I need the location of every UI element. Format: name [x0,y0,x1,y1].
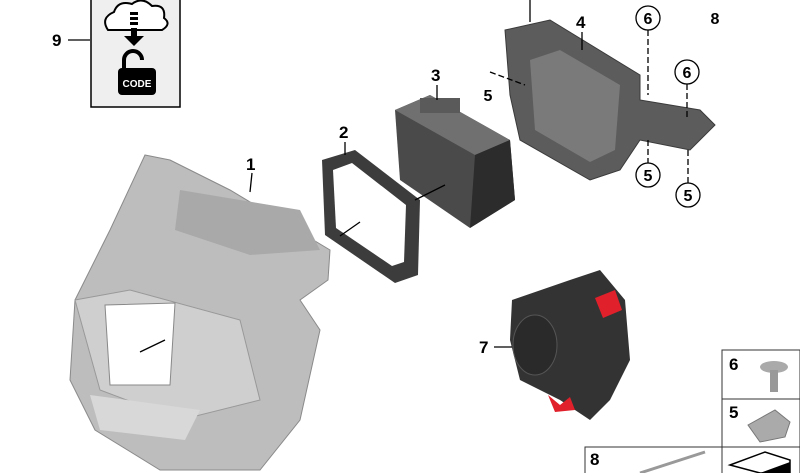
svg-text:5: 5 [684,188,693,205]
cable-tie-icon [639,450,706,473]
callout-4: 4 [576,13,586,32]
legend-item-tape[interactable] [721,446,800,473]
legend-item-8[interactable]: 8 [584,446,723,473]
download-arrow-icon [124,28,144,46]
svg-text:6: 6 [729,355,738,374]
callout-5-right: 5 [675,182,701,208]
svg-text:5: 5 [729,403,738,422]
code-box[interactable]: CODE [90,0,181,108]
part-2-frame[interactable] [322,150,420,283]
callout-6-top: 6 [635,5,661,31]
callout-9: 9 [52,31,61,50]
clip-nut-icon [747,409,791,443]
part-3-control-unit[interactable] [395,95,515,228]
code-label: CODE [123,79,152,90]
svg-text:5: 5 [644,168,653,185]
callout-2: 2 [339,123,348,142]
cloud-icon [104,0,169,31]
svg-text:8: 8 [711,11,720,28]
callout-8-top: 8 [702,5,728,31]
callout-1: 1 [246,155,255,174]
hazard-button [595,290,622,318]
callout-7: 7 [479,338,488,357]
unlock-icon [122,49,144,68]
svg-text:6: 6 [683,65,692,82]
red-lever [548,395,575,412]
part-1-trim-panel[interactable] [69,154,331,471]
callout-5-middle: 5 [635,162,661,188]
legend-item-6[interactable]: 6 [721,349,800,400]
callout-6-right: 6 [674,59,700,85]
part-7-handlebar-switch[interactable] [510,270,630,420]
legend-item-5[interactable]: 5 [721,398,800,448]
svg-text:6: 6 [644,11,653,28]
svg-text:8: 8 [590,450,599,469]
svg-text:5: 5 [484,88,493,105]
screw-icon [760,361,788,373]
callout-3: 3 [431,66,440,85]
callout-5-left: 5 [475,82,501,108]
part-4-bracket[interactable] [504,19,716,181]
